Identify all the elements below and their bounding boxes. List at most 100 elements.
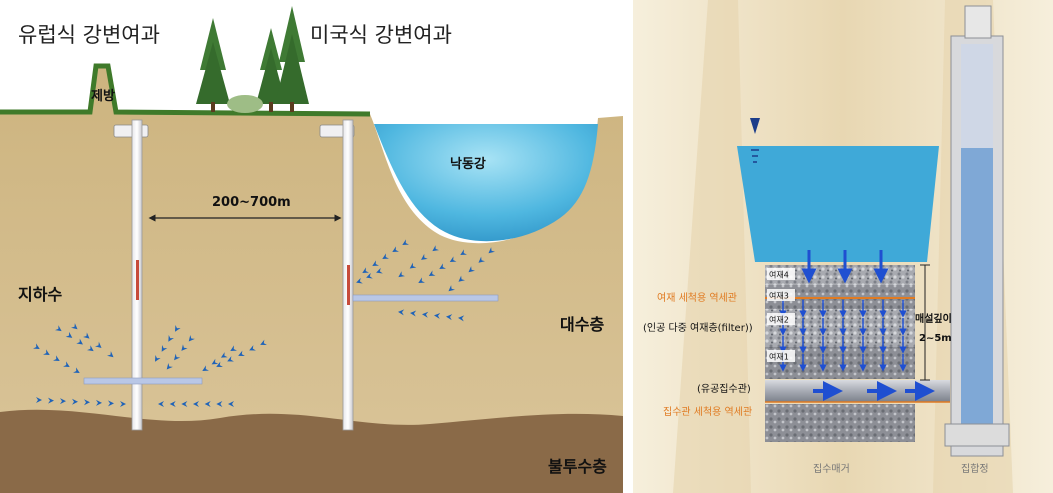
flow-chevron	[211, 358, 219, 365]
flow-chevron	[238, 350, 245, 357]
flow-chevron	[446, 314, 453, 321]
river-water	[374, 124, 598, 242]
flow-chevron	[356, 277, 363, 284]
title-european: 유럽식 강변여과	[18, 23, 160, 47]
flow-chevron	[260, 339, 267, 346]
filter-tag-3: 여재3	[769, 291, 789, 301]
flow-chevron	[228, 401, 234, 407]
flow-chevron	[382, 253, 389, 259]
flow-chevron	[418, 277, 425, 283]
flow-chevron	[227, 356, 234, 362]
flow-chevron	[43, 349, 50, 355]
flow-chevron	[65, 331, 73, 338]
filter-tag-1: 여재1	[769, 352, 789, 362]
depth-title: 매설깊이	[915, 312, 952, 325]
flow-chevron	[168, 335, 174, 342]
title-american: 미국식 강변여과	[310, 23, 452, 47]
levee-label: 제방	[91, 88, 115, 104]
flow-chevron	[432, 245, 439, 252]
flow-chevron	[422, 311, 429, 318]
flow-chevron	[398, 271, 405, 278]
flow-chevron	[108, 400, 114, 407]
european-lateral-pipe	[83, 377, 203, 385]
filter-tag-bg	[767, 350, 795, 362]
groundwater-flow-arrows	[33, 239, 495, 407]
shrub	[227, 95, 263, 113]
flow-chevron	[428, 270, 436, 276]
flow-chevron	[161, 345, 168, 352]
flow-chevron	[71, 323, 78, 330]
grass-surface	[0, 63, 371, 117]
flow-chevron	[188, 335, 195, 342]
impermeable-layer-label: 불투수층	[548, 457, 607, 476]
filter-tag-2: 여재2	[769, 315, 789, 325]
flow-chevron	[460, 249, 467, 255]
flow-chevron	[84, 399, 90, 406]
flow-chevron	[478, 256, 485, 263]
bedrock-layer	[0, 409, 623, 493]
well-label: 집합정	[961, 463, 989, 475]
tree-icon	[196, 18, 230, 112]
filter-tag-4: 여재4	[769, 270, 789, 280]
filter-tag-bg	[767, 313, 795, 325]
flow-chevron	[249, 345, 256, 351]
flow-chevron	[107, 351, 114, 358]
water-level-marker	[750, 118, 760, 134]
flow-chevron	[155, 355, 161, 362]
gallery-filtration-panel: 여재4 여재3 여재2 여재1 여재 세척용 역세관 (인공 다중 여재층(filte…	[633, 0, 1053, 493]
flow-chevron	[468, 266, 475, 273]
flow-chevron	[458, 315, 465, 322]
flow-arrows	[779, 250, 935, 401]
flow-chevron	[181, 344, 188, 351]
flow-chevron	[449, 256, 457, 262]
filter-base	[765, 404, 915, 442]
surface-water	[737, 146, 939, 262]
flow-chevron	[120, 401, 126, 407]
american-well	[319, 119, 355, 431]
flow-chevron	[36, 397, 42, 403]
flow-chevron	[216, 401, 223, 407]
flow-chevron	[60, 398, 66, 405]
well-water	[961, 148, 993, 424]
flow-chevron	[73, 367, 80, 373]
flow-chevron	[458, 275, 465, 282]
flow-chevron	[76, 338, 83, 345]
riverbank-cross-section: 유럽식 강변여과 미국식 강변여과 제방 낙동강 200~700m 지하수 대수…	[0, 6, 623, 493]
gallery-label: 집수매거	[813, 463, 850, 475]
european-well	[113, 119, 149, 431]
flow-chevron	[366, 272, 373, 279]
flow-chevron	[434, 312, 441, 319]
flow-chevron	[175, 325, 181, 332]
flow-chevron	[372, 260, 379, 266]
collector-pipe-label: (유공집수관)	[697, 383, 751, 395]
flow-chevron	[193, 401, 199, 407]
depth-value: 2~5m	[919, 333, 952, 344]
filter-tag-bg	[767, 289, 795, 301]
flow-chevron	[202, 365, 209, 371]
flow-chevron	[398, 309, 405, 316]
distance-label: 200~700m	[212, 195, 291, 210]
backwash-filter-label: 여재 세척용 역세관	[657, 292, 737, 304]
flow-chevron	[488, 247, 495, 254]
riverbank-filtration-panel: 유럽식 강변여과 미국식 강변여과 제방 낙동강 200~700m 지하수 대수…	[0, 6, 623, 493]
flow-chevron	[53, 355, 60, 361]
flow-chevron	[204, 401, 211, 407]
flow-chevron	[63, 361, 70, 367]
perforated-collector-pipe	[765, 380, 950, 402]
flow-chevron	[448, 285, 455, 292]
flow-chevron	[410, 310, 417, 317]
aquifer-label: 대수층	[560, 315, 604, 334]
flow-chevron	[95, 341, 102, 348]
flow-chevron	[48, 397, 54, 404]
river-label: 낙동강	[450, 156, 486, 172]
flow-chevron	[33, 343, 40, 349]
flow-chevron	[96, 399, 102, 406]
flow-chevron	[421, 253, 428, 260]
filter-layer-label: (인공 다중 여재층(filter))	[643, 322, 753, 334]
backwash-collector-label: 집수관 세척용 역세관	[663, 406, 752, 418]
flow-chevron	[83, 332, 90, 339]
flow-chevron	[174, 353, 181, 361]
embankment	[673, 0, 751, 493]
flow-chevron	[439, 263, 446, 269]
flow-chevron	[55, 325, 62, 332]
